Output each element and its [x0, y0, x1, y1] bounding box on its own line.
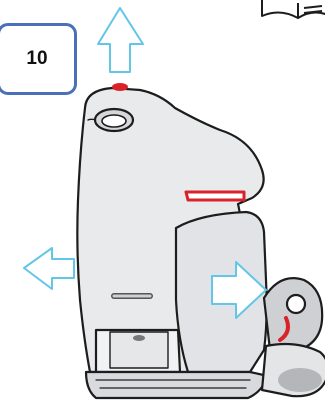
- arrow-left-icon: [24, 248, 74, 289]
- manual-book-icon: [262, 0, 325, 18]
- step-number: 10: [26, 48, 47, 70]
- car-seat: [77, 83, 325, 398]
- arrow-up-icon: [98, 8, 143, 72]
- step-number-badge: 10: [0, 23, 77, 95]
